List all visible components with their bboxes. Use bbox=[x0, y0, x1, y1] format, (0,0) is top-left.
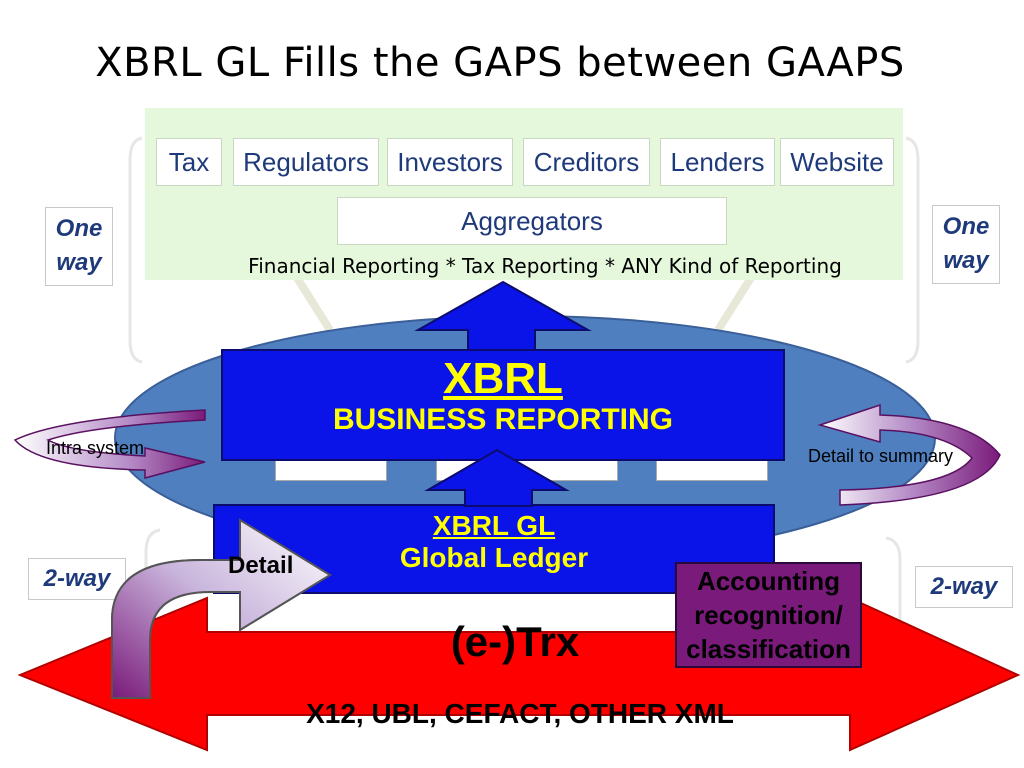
one-way-left-line1: One bbox=[55, 215, 103, 242]
left-brace-top bbox=[128, 136, 143, 364]
one-way-right-line2: way bbox=[943, 247, 989, 274]
one-way-left: One way bbox=[45, 207, 113, 286]
right-brace-top bbox=[905, 136, 920, 364]
xbrl-title: XBRL bbox=[443, 354, 563, 403]
detail-to-summary-arrow bbox=[817, 403, 1001, 506]
trx-standards: X12, UBL, CEFACT, OTHER XML bbox=[306, 698, 734, 729]
accounting-line-1: Accounting bbox=[697, 566, 840, 596]
intra-system-label: Intra system bbox=[46, 438, 145, 458]
one-way-right-line1: One bbox=[942, 213, 990, 240]
stakeholder-investors: Investors bbox=[387, 138, 513, 186]
xbrl-business-reporting-box: XBRL BUSINESS REPORTING bbox=[221, 349, 785, 461]
stakeholder-lenders: Lenders bbox=[660, 138, 775, 186]
accounting-recognition-box: Accounting recognition/ classification bbox=[675, 562, 862, 668]
detail-label: Detail bbox=[228, 552, 294, 579]
xbrl-gl-title: XBRL GL bbox=[432, 510, 556, 541]
stakeholder-website: Website bbox=[780, 138, 894, 186]
stakeholder-regulators: Regulators bbox=[233, 138, 379, 186]
one-way-right: One way bbox=[932, 205, 1000, 284]
stakeholder-tax: Tax bbox=[156, 138, 222, 186]
xbrl-subtitle: BUSINESS REPORTING bbox=[332, 403, 674, 436]
xbrl-gl-subtitle: Global Ledger bbox=[399, 542, 589, 573]
reporting-caption: Financial Reporting * Tax Reporting * AN… bbox=[248, 254, 842, 278]
two-way-right: 2-way bbox=[915, 566, 1013, 608]
accounting-line-3: classification bbox=[686, 634, 851, 664]
two-way-left: 2-way bbox=[28, 558, 126, 600]
trx-label: (e-)Trx bbox=[450, 618, 580, 665]
one-way-left-line2: way bbox=[56, 249, 102, 276]
stakeholder-creditors: Creditors bbox=[523, 138, 650, 186]
aggregators-box: Aggregators bbox=[337, 197, 727, 245]
slide-title: XBRL GL Fills the GAPS between GAAPS bbox=[95, 40, 905, 86]
accounting-line-2: recognition/ bbox=[694, 600, 843, 630]
reporting-panel bbox=[145, 108, 903, 280]
intra-system-arrow bbox=[13, 409, 206, 479]
detail-to-summary-label: Detail to summary bbox=[808, 446, 954, 466]
